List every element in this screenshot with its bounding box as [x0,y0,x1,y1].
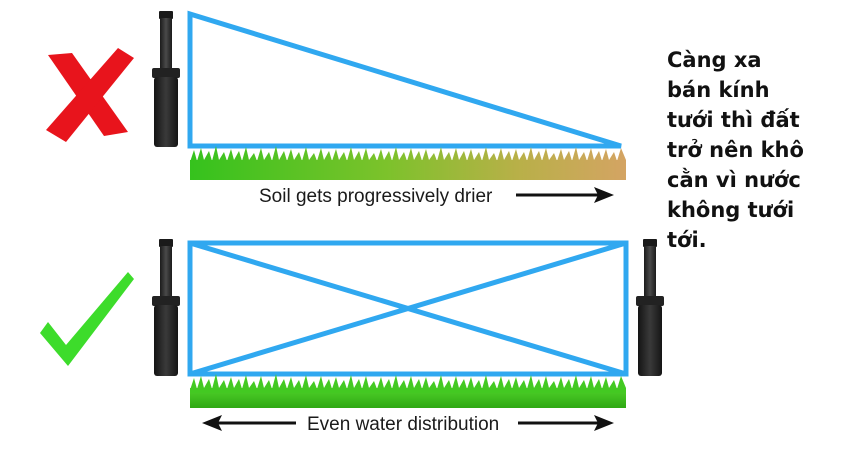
bottom-panel: Even water distribution [40,239,664,435]
side-note: Càng xa bán kính tưới thì đất trở nên kh… [667,45,842,255]
grass-strip-even [190,374,626,408]
sprinkler-head-icon [152,239,180,376]
arrow-left-icon [202,415,296,431]
side-note-line: bán kính [667,78,770,102]
cross-mark-icon [46,48,134,142]
spray-coverage-overlap [187,240,629,377]
check-mark-icon [40,272,134,366]
bottom-caption: Even water distribution [307,414,499,435]
side-note-line: tới. [667,228,707,252]
sprinkler-head-icon [152,11,180,147]
sprinkler-head-icon [636,239,664,376]
side-note-line: Càng xa [667,48,762,72]
top-panel: Soil gets progressively drier [46,10,626,207]
arrow-right-icon [516,187,614,203]
side-note-line: cằn vì nước [667,168,801,192]
grass-strip-drying [190,146,626,180]
top-caption: Soil gets progressively drier [259,186,493,207]
arrow-right-icon [518,415,614,431]
side-note-line: tưới thì đất [667,108,800,132]
side-note-line: không tưới [667,198,795,222]
side-note-line: trở nên khô [667,138,804,162]
spray-coverage-triangle [187,10,622,149]
